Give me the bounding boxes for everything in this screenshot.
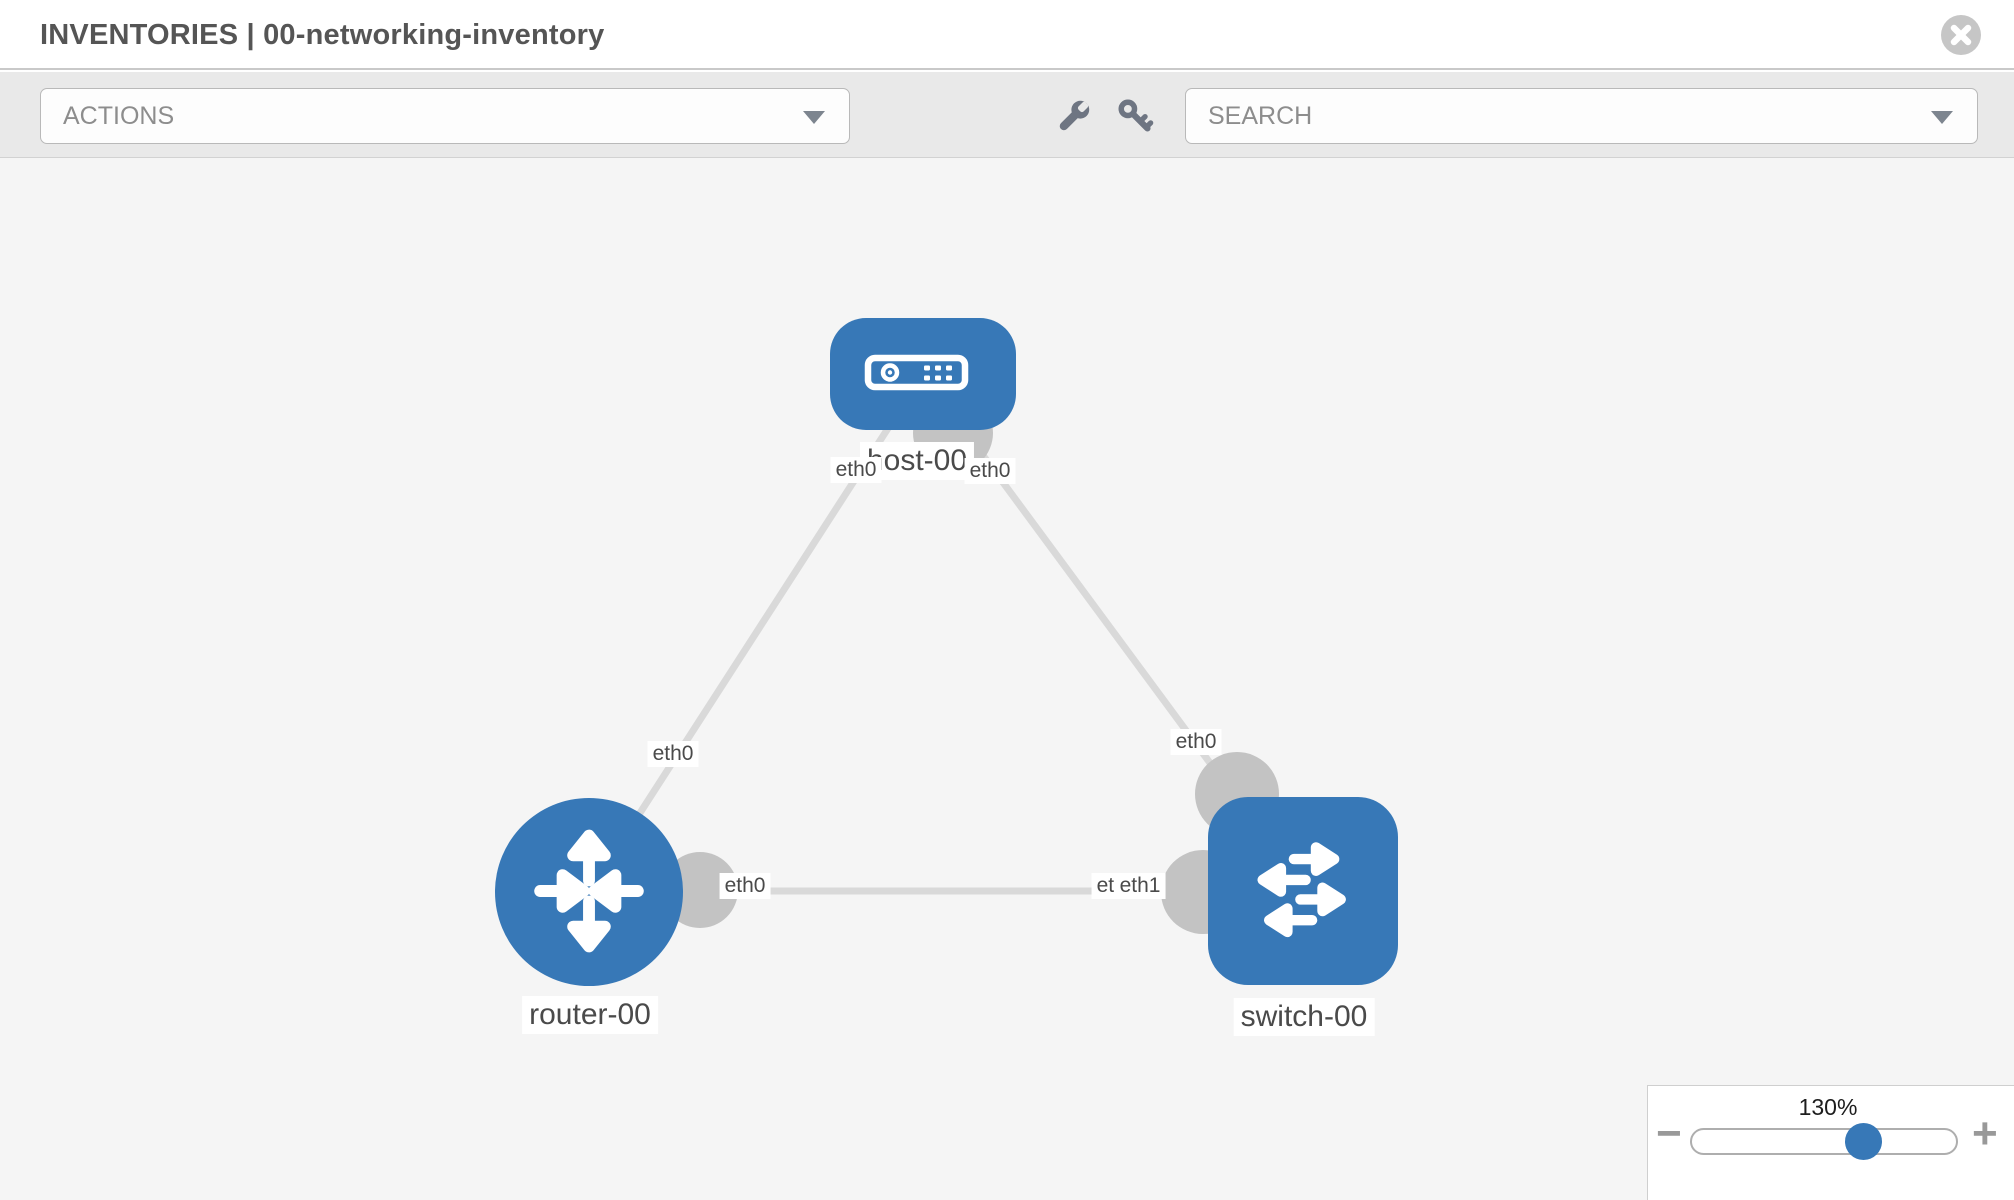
switch-icon — [1257, 842, 1346, 938]
interface-label-router-eth0-right: eth0 — [719, 873, 771, 899]
close-icon — [1950, 24, 1972, 46]
page-title: INVENTORIES | 00-networking-inventory — [40, 19, 605, 51]
interface-label-switch-eth0-top: eth0 — [1170, 729, 1222, 755]
node-switch-00[interactable] — [1208, 797, 1398, 985]
close-button[interactable] — [1941, 15, 1981, 55]
node-label-switch: switch-00 — [1233, 998, 1375, 1036]
key-button[interactable] — [1116, 97, 1154, 135]
key-icon — [1118, 99, 1154, 132]
zoom-control-panel: 130% − + — [1647, 1085, 2014, 1200]
host-icon — [864, 354, 969, 391]
interface-label-host-eth0-left: eth0 — [830, 457, 882, 483]
wrench-icon — [1059, 100, 1090, 131]
actions-dropdown[interactable]: ACTIONS — [40, 88, 850, 144]
zoom-slider-thumb[interactable] — [1845, 1123, 1882, 1160]
interface-label-host-eth0-right: eth0 — [964, 458, 1016, 484]
chevron-down-icon — [803, 111, 825, 124]
interface-label-switch-eth1: eth1 — [1114, 873, 1166, 899]
actions-dropdown-label: ACTIONS — [63, 102, 175, 130]
zoom-slider-track[interactable] — [1690, 1128, 1958, 1155]
node-router-00[interactable] — [495, 798, 683, 986]
node-label-router: router-00 — [522, 996, 658, 1034]
router-icon — [534, 829, 644, 953]
chevron-down-icon — [1931, 111, 1953, 124]
interface-label-router-eth0-top: eth0 — [647, 741, 699, 767]
search-placeholder: SEARCH — [1208, 102, 1313, 130]
panel-header: INVENTORIES | 00-networking-inventory — [0, 0, 2014, 70]
topology-canvas[interactable]: host-00 router-00 switch-00 eth0 eth0 et… — [0, 158, 2014, 1200]
node-host-00[interactable] — [830, 318, 1016, 430]
wrench-button[interactable] — [1055, 97, 1093, 135]
toolbar: ACTIONS SEARCH — [0, 72, 2014, 158]
search-box[interactable]: SEARCH — [1185, 88, 1978, 144]
zoom-in-button[interactable]: + — [1972, 1109, 1998, 1158]
zoom-level-label: 130% — [1798, 1094, 1858, 1120]
zoom-out-button[interactable]: − — [1656, 1109, 1682, 1158]
